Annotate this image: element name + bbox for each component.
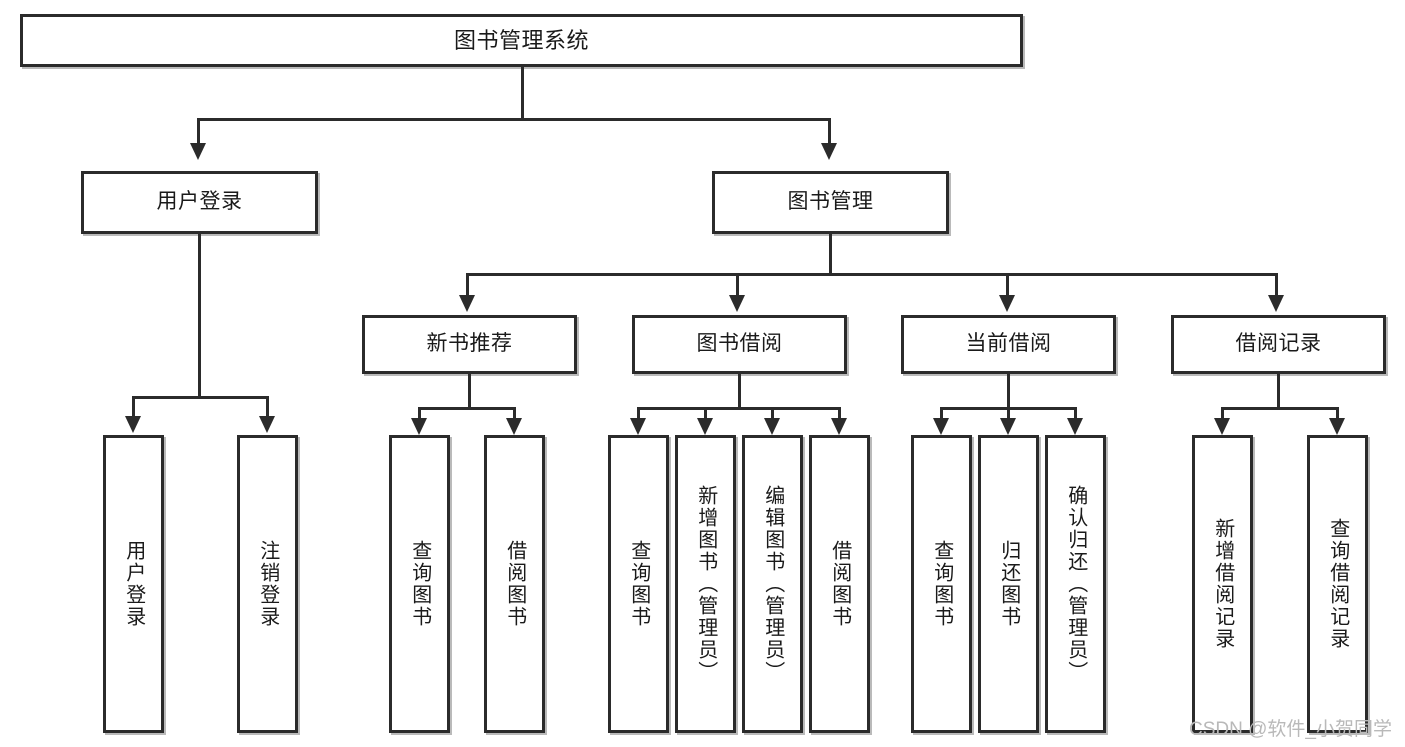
edge-level2-drop-0	[197, 118, 200, 143]
node-label: 新增图书（管理员）	[694, 485, 717, 683]
edge-current-borrow-stem	[1007, 374, 1010, 407]
edge-user-login-drop-0	[132, 396, 135, 416]
node-book-borrow[interactable]: 图书借阅	[632, 315, 847, 374]
edge-user-login-bus	[132, 396, 269, 399]
edge-current-borrow-drop-0	[940, 407, 943, 419]
csdn-watermark: CSDN @软件_小贺同学	[1189, 719, 1392, 740]
node-label: 确认归还（管理员）	[1064, 485, 1087, 683]
edge-level3-drop-3	[1275, 273, 1278, 295]
edge-root-stem	[521, 67, 524, 118]
node-root-library-system[interactable]: 图书管理系统	[20, 14, 1023, 67]
leaf-edit-book-admin[interactable]: 编辑图书（管理员）	[742, 435, 803, 733]
node-label: 图书管理系统	[453, 27, 589, 53]
leaf-user-login[interactable]: 用户登录	[103, 435, 164, 733]
leaf-query-book-current[interactable]: 查询图书	[911, 435, 972, 733]
node-label: 查询图书	[408, 540, 431, 628]
edge-level3-drop-2	[1006, 273, 1009, 295]
arrow-to-leaf-borrow-book-2	[831, 418, 847, 435]
node-current-borrow[interactable]: 当前借阅	[901, 315, 1116, 374]
leaf-borrow-book-recommend[interactable]: 借阅图书	[484, 435, 545, 733]
leaf-add-book-admin[interactable]: 新增图书（管理员）	[675, 435, 736, 733]
leaf-add-borrow-record[interactable]: 新增借阅记录	[1192, 435, 1253, 733]
arrow-to-new-book-recommend	[459, 295, 475, 312]
arrow-to-leaf-confirm-return	[1067, 418, 1083, 435]
node-borrow-record[interactable]: 借阅记录	[1171, 315, 1386, 374]
arrow-to-user-login	[190, 143, 206, 160]
arrow-to-leaf-query-book-3	[933, 418, 949, 435]
node-label: 图书借阅	[696, 332, 783, 356]
edge-user-login-drop-1	[266, 396, 269, 416]
arrow-to-leaf-add-book	[697, 418, 713, 435]
node-label: 借阅图书	[503, 540, 526, 628]
edge-book-borrow-drop-2	[771, 407, 774, 419]
arrow-to-leaf-query-book-2	[630, 418, 646, 435]
node-label: 借阅记录	[1235, 332, 1322, 356]
node-label: 新书推荐	[426, 332, 513, 356]
leaf-query-borrow-record[interactable]: 查询借阅记录	[1307, 435, 1368, 733]
edge-book-borrow-drop-3	[838, 407, 841, 419]
leaf-query-book-borrow[interactable]: 查询图书	[608, 435, 669, 733]
arrow-to-leaf-return-book	[1000, 418, 1016, 435]
edge-level2-drop-1	[828, 118, 831, 143]
edge-level3-bus	[466, 273, 1278, 276]
edge-borrow-record-drop-1	[1336, 407, 1339, 419]
edge-user-login-stem	[198, 234, 201, 396]
arrow-to-leaf-query-record	[1329, 418, 1345, 435]
node-label: 当前借阅	[965, 332, 1052, 356]
arrow-to-borrow-record	[1268, 295, 1284, 312]
node-label: 图书管理	[787, 190, 874, 214]
node-label: 注销登录	[256, 540, 279, 628]
edge-level3-drop-1	[736, 273, 739, 295]
edge-borrow-record-bus	[1221, 407, 1339, 410]
node-label: 用户登录	[122, 540, 145, 628]
edge-current-borrow-drop-1	[1007, 407, 1010, 419]
node-label: 用户登录	[156, 190, 243, 214]
node-label: 查询借阅记录	[1326, 518, 1349, 650]
leaf-logout[interactable]: 注销登录	[237, 435, 298, 733]
leaf-confirm-return-admin[interactable]: 确认归还（管理员）	[1045, 435, 1106, 733]
node-label: 编辑图书（管理员）	[761, 485, 784, 683]
node-label: 查询图书	[930, 540, 953, 628]
node-label: 查询图书	[627, 540, 650, 628]
node-user-login[interactable]: 用户登录	[81, 171, 318, 234]
arrow-to-leaf-user-login	[125, 416, 141, 433]
arrow-to-leaf-edit-book	[764, 418, 780, 435]
arrow-to-current-borrow	[999, 295, 1015, 312]
arrow-to-book-management	[821, 143, 837, 160]
edge-book-borrow-bus	[637, 407, 841, 410]
arrow-to-leaf-logout	[259, 416, 275, 433]
edge-new-book-bus	[418, 407, 516, 410]
node-label: 归还图书	[997, 540, 1020, 628]
edge-new-book-stem	[468, 374, 471, 407]
edge-borrow-record-drop-0	[1221, 407, 1224, 419]
edge-book-management-stem	[829, 234, 832, 273]
edge-book-borrow-drop-1	[704, 407, 707, 419]
edge-level3-drop-0	[466, 273, 469, 295]
edge-level2-bus	[197, 118, 831, 121]
leaf-return-book[interactable]: 归还图书	[978, 435, 1039, 733]
arrow-to-leaf-borrow-book-1	[506, 418, 522, 435]
edge-book-borrow-stem	[738, 374, 741, 407]
leaf-query-book-recommend[interactable]: 查询图书	[389, 435, 450, 733]
edge-new-book-drop-0	[418, 407, 421, 419]
node-book-management[interactable]: 图书管理	[712, 171, 949, 234]
edge-new-book-drop-1	[513, 407, 516, 419]
node-label: 借阅图书	[828, 540, 851, 628]
arrow-to-book-borrow	[729, 295, 745, 312]
arrow-to-leaf-query-book-1	[411, 418, 427, 435]
leaf-borrow-book[interactable]: 借阅图书	[809, 435, 870, 733]
node-new-book-recommend[interactable]: 新书推荐	[362, 315, 577, 374]
arrow-to-leaf-add-record	[1214, 418, 1230, 435]
edge-current-borrow-drop-2	[1074, 407, 1077, 419]
edge-borrow-record-stem	[1277, 374, 1280, 407]
node-label: 新增借阅记录	[1211, 518, 1234, 650]
edge-book-borrow-drop-0	[637, 407, 640, 419]
